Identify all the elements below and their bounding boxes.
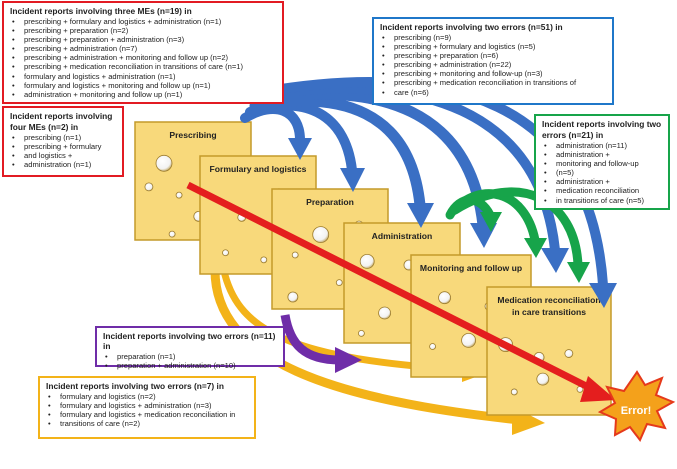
cheese-hole bbox=[429, 343, 437, 350]
cheese-slice: Medication reconciliation in care transit… bbox=[486, 286, 612, 416]
list-item: formulary and logistics (n=2) bbox=[48, 392, 248, 401]
cheese-hole bbox=[378, 306, 392, 320]
cheese-hole bbox=[438, 291, 452, 305]
list-item: prescribing + formulary and logistics + … bbox=[12, 17, 276, 26]
list-item: prescribing + administration (n=7) bbox=[12, 44, 276, 53]
slice-label: Administration bbox=[372, 231, 433, 241]
slice-label: Formulary and logistics bbox=[210, 164, 307, 174]
list-item: prescribing + preparation (n=2) bbox=[12, 26, 276, 35]
slice-label: Prescribing bbox=[169, 130, 216, 140]
blue-arrowhead-6 bbox=[589, 283, 617, 308]
four-mes-box: Incident reports involving four MEs (n=2… bbox=[2, 106, 124, 177]
list-item: administration + bbox=[544, 177, 662, 186]
green-arrowhead-3 bbox=[567, 262, 590, 283]
list-item: in transitions of care (n=5) bbox=[544, 196, 662, 205]
list-item: prescribing + formulary bbox=[12, 142, 116, 151]
list-item: monitoring and follow-up bbox=[544, 159, 662, 168]
two-errors-7-box: Incident reports involving two errors (n… bbox=[38, 376, 256, 439]
list-item: preparation + administration (n=10) bbox=[105, 361, 277, 370]
two-errors-51-list: prescribing (n=9)prescribing + formulary… bbox=[380, 33, 606, 97]
list-item: prescribing + preparation + administrati… bbox=[12, 35, 276, 44]
list-item: prescribing + medication reconciliation … bbox=[382, 78, 606, 87]
slice-label: in care transitions bbox=[512, 307, 586, 317]
slice-label: Preparation bbox=[306, 197, 354, 207]
cheese-hole bbox=[291, 251, 299, 259]
list-item: (n=5) bbox=[544, 168, 662, 177]
slice-label: Monitoring and follow up bbox=[420, 263, 522, 273]
two-errors-51-title: Incident reports involving two errors (n… bbox=[380, 22, 563, 32]
list-item: formulary and logistics + administration… bbox=[12, 72, 276, 81]
cheese-hole bbox=[260, 256, 268, 264]
green-arrowhead-1 bbox=[480, 212, 502, 232]
list-item: prescribing (n=9) bbox=[382, 33, 606, 42]
two-errors-7-title: Incident reports involving two errors (n… bbox=[46, 381, 224, 391]
two-errors-11-list: preparation (n=1)preparation + administr… bbox=[103, 352, 277, 370]
list-item: prescribing + administration + monitorin… bbox=[12, 53, 276, 62]
list-item: administration (n=1) bbox=[12, 160, 116, 169]
cheese-hole bbox=[155, 154, 173, 172]
green-arrowhead-2 bbox=[524, 238, 547, 258]
three-mes-list: prescribing + formulary and logistics + … bbox=[10, 17, 276, 99]
list-item: prescribing + preparation (n=6) bbox=[382, 51, 606, 60]
cheese-hole bbox=[461, 332, 477, 348]
two-errors-7-list: formulary and logistics (n=2)formulary a… bbox=[46, 392, 248, 428]
three-mes-box: Incident reports involving three MEs (n=… bbox=[2, 1, 284, 104]
list-item: prescribing + administration (n=22) bbox=[382, 60, 606, 69]
list-item: and logistics + bbox=[12, 151, 116, 160]
cheese-hole bbox=[536, 372, 550, 386]
two-errors-11-box: Incident reports involving two errors (n… bbox=[95, 326, 285, 370]
four-mes-title-line2: four MEs (n=2) in bbox=[10, 122, 79, 132]
two-errors-21-list: administration (n=11)administration +mon… bbox=[542, 141, 662, 205]
blue-arrowhead-1 bbox=[288, 138, 312, 160]
error-trajectory-arrowhead bbox=[580, 376, 616, 402]
blue-arrowhead-5 bbox=[541, 248, 569, 273]
list-item: administration + monitoring and follow u… bbox=[12, 90, 276, 99]
list-item: medication reconciliation bbox=[544, 186, 662, 195]
cheese-hole bbox=[312, 226, 330, 244]
list-item: transitions of care (n=2) bbox=[48, 419, 248, 428]
list-item: care (n=6) bbox=[382, 88, 606, 97]
three-mes-title: Incident reports involving three MEs (n=… bbox=[10, 6, 192, 16]
blue-arrowhead-3 bbox=[407, 203, 434, 228]
list-item: formulary and logistics + administration… bbox=[48, 401, 248, 410]
error-starburst bbox=[597, 370, 676, 442]
blue-arrowhead-2 bbox=[340, 168, 365, 192]
yellow-arrows bbox=[210, 265, 525, 425]
list-item: formulary and logistics + medication rec… bbox=[48, 410, 248, 419]
list-item: prescribing + medication reconciliation … bbox=[12, 62, 276, 71]
slice-label: Medication reconciliation bbox=[497, 295, 600, 305]
two-errors-51-box: Incident reports involving two errors (n… bbox=[372, 17, 614, 105]
two-errors-21-box: Incident reports involving two errors (n… bbox=[534, 114, 670, 210]
purple-arrowhead bbox=[335, 347, 362, 373]
purple-arrow bbox=[280, 314, 341, 365]
error-label: Error! bbox=[621, 405, 652, 417]
cheese-hole bbox=[359, 253, 375, 269]
two-errors-21-title-line2: errors (n=21) in bbox=[542, 130, 604, 140]
cheese-hole bbox=[287, 291, 299, 303]
two-errors-11-title: Incident reports involving two errors (n… bbox=[103, 331, 276, 351]
cheese-hole bbox=[168, 230, 176, 238]
list-item: administration + bbox=[544, 150, 662, 159]
four-mes-list: prescribing (n=1)prescribing + formulary… bbox=[10, 133, 116, 169]
two-errors-21-title-line1: Incident reports involving two bbox=[542, 119, 662, 129]
list-item: prescribing + formulary and logistics (n… bbox=[382, 42, 606, 51]
list-item: preparation (n=1) bbox=[105, 352, 277, 361]
four-mes-title-line1: Incident reports involving bbox=[10, 111, 113, 121]
cheese-hole bbox=[564, 349, 574, 358]
cheese-hole bbox=[175, 191, 183, 199]
list-item: prescribing + monitoring and follow-up (… bbox=[382, 69, 606, 78]
cheese-hole bbox=[510, 388, 518, 396]
cheese-hole bbox=[357, 329, 365, 337]
list-item: prescribing (n=1) bbox=[12, 133, 116, 142]
cheese-hole bbox=[335, 279, 343, 287]
list-item: administration (n=11) bbox=[544, 141, 662, 150]
cheese-hole bbox=[222, 249, 229, 257]
list-item: formulary and logistics + monitoring and… bbox=[12, 81, 276, 90]
cheese-hole bbox=[144, 182, 154, 192]
error-trajectory-line bbox=[186, 181, 600, 396]
